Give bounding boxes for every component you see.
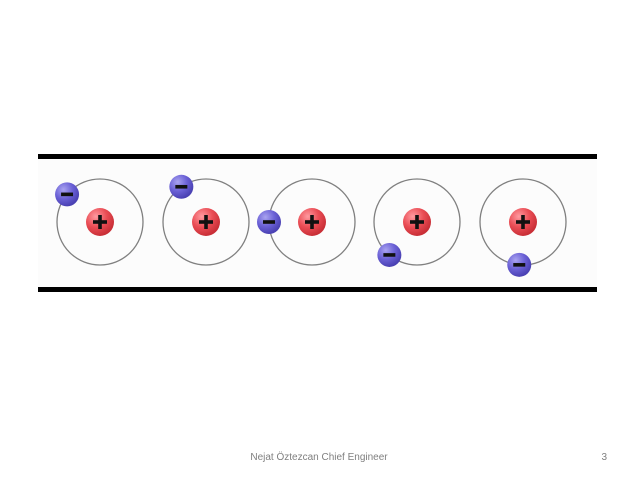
nucleus <box>192 208 220 236</box>
orbit-ring <box>373 178 461 266</box>
electron <box>55 182 80 207</box>
plus-icon-vertical <box>98 215 102 229</box>
electron <box>377 242 402 267</box>
minus-icon <box>513 263 526 267</box>
plus-icon-vertical <box>204 215 208 229</box>
electron <box>507 252 532 277</box>
footer-text: Nejat Öztezcan Chief Engineer <box>250 452 388 463</box>
minus-icon <box>383 253 396 257</box>
nucleus <box>298 208 326 236</box>
electron <box>169 174 194 199</box>
orbit-ring <box>162 178 250 266</box>
plus-icon-vertical <box>415 215 419 229</box>
minus-icon <box>175 184 188 189</box>
minus-icon <box>263 220 275 224</box>
atoms-layer <box>55 174 567 277</box>
minus-icon <box>61 192 74 197</box>
atom <box>55 178 144 266</box>
nucleus <box>509 208 537 236</box>
page-number: 3 <box>601 452 607 463</box>
electron <box>257 210 281 234</box>
nucleus <box>86 208 114 236</box>
orbit-ring <box>56 178 144 266</box>
nucleus <box>403 208 431 236</box>
plus-icon-vertical <box>521 215 525 229</box>
atom <box>479 178 567 277</box>
top-border-line <box>38 154 597 159</box>
atom <box>162 174 250 266</box>
atom <box>257 178 356 266</box>
bottom-border-line <box>38 287 597 292</box>
plus-icon-vertical <box>310 215 314 229</box>
atom <box>373 178 461 267</box>
